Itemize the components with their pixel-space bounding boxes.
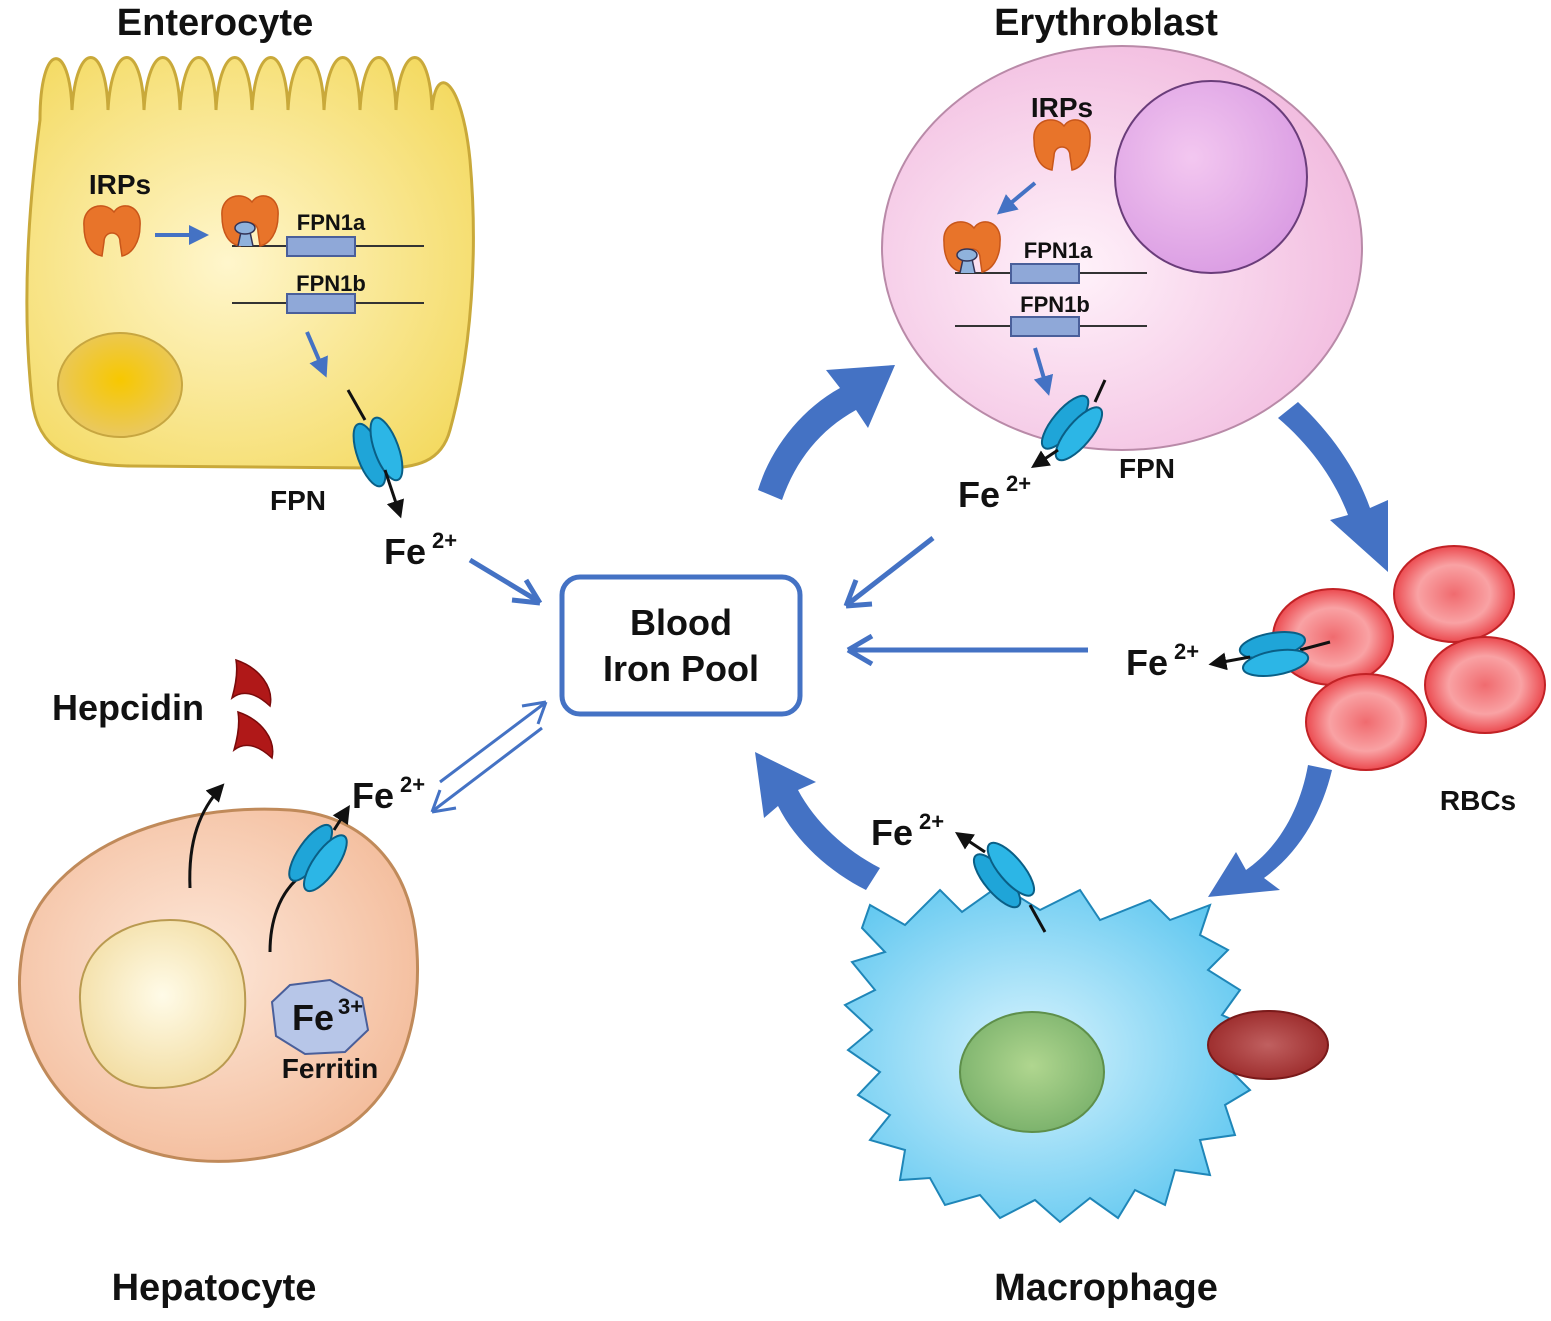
hepcidin-icon <box>230 658 272 708</box>
irps-label: IRPs <box>89 169 151 200</box>
svg-text:2+: 2+ <box>1174 639 1199 664</box>
flow-arrows <box>430 536 1088 814</box>
fpn1b-label: FPN1b <box>296 271 366 296</box>
svg-text:Fe: Fe <box>1126 642 1168 683</box>
svg-text:2+: 2+ <box>1006 471 1031 496</box>
fpn1a-gene-box <box>286 236 356 257</box>
ferritin-label: Ferritin <box>282 1053 378 1084</box>
svg-text:Blood: Blood <box>630 602 732 643</box>
fpn1b-gene-box <box>1010 316 1080 337</box>
fpn1b-label: FPN1b <box>1020 292 1090 317</box>
erythroblast-cell <box>881 45 1363 468</box>
fpn1a-label: FPN1a <box>1024 238 1093 263</box>
svg-text:Fe: Fe <box>292 997 334 1038</box>
hepatocyte-cell <box>17 783 419 1163</box>
rbc-cluster <box>1208 545 1546 771</box>
hepatocyte-title: Hepatocyte <box>112 1267 317 1309</box>
erythroblast-nucleus <box>1114 80 1308 274</box>
svg-text:Iron Pool: Iron Pool <box>603 648 759 689</box>
irps-label: IRPs <box>1031 92 1093 123</box>
fpn1a-gene-box <box>1010 263 1080 284</box>
rbcs-label: RBCs <box>1440 785 1516 816</box>
engulfed-rbc <box>1207 1010 1329 1080</box>
erythroblast-fe2-label: Fe 2+ <box>958 471 1031 515</box>
ferritin-fe3-label: Fe 3+ <box>292 994 363 1038</box>
svg-text:2+: 2+ <box>400 772 425 797</box>
hepcidin-label: Hepcidin <box>52 687 204 728</box>
fpn-label: FPN <box>1119 453 1175 484</box>
cycle-arrows <box>755 365 1388 897</box>
svg-text:2+: 2+ <box>919 809 944 834</box>
macrophage-cell <box>843 832 1329 1224</box>
fpn1a-label: FPN1a <box>297 210 366 235</box>
enterocyte-cell <box>25 56 475 519</box>
macrophage-nucleus <box>959 1011 1105 1133</box>
enterocyte-title: Enterocyte <box>117 2 313 44</box>
macrophage-title: Macrophage <box>994 1267 1218 1309</box>
macrophage-fe2-label: Fe 2+ <box>871 809 944 853</box>
svg-text:2+: 2+ <box>432 528 457 553</box>
svg-text:Fe: Fe <box>384 531 426 572</box>
svg-text:Fe: Fe <box>871 812 913 853</box>
hepatocyte-nucleus <box>78 918 247 1090</box>
svg-text:Fe: Fe <box>352 775 394 816</box>
hepcidin-icon <box>232 710 274 760</box>
enterocyte-nucleus <box>57 332 183 438</box>
erythroblast-title: Erythroblast <box>994 2 1218 44</box>
fpn-label: FPN <box>270 485 326 516</box>
ferritin-icon <box>270 978 370 1056</box>
fpn1b-gene-box <box>286 293 356 314</box>
rbc-fe2-label: Fe 2+ <box>1126 639 1199 683</box>
enterocyte-fe2-label: Fe 2+ <box>384 528 457 572</box>
hepcidin-icons <box>230 658 274 760</box>
hepatocyte-fe2-label: Fe 2+ <box>352 772 425 816</box>
svg-text:Fe: Fe <box>958 474 1000 515</box>
blood-iron-pool-box: Blood Iron Pool <box>559 574 803 717</box>
svg-text:3+: 3+ <box>338 994 363 1019</box>
